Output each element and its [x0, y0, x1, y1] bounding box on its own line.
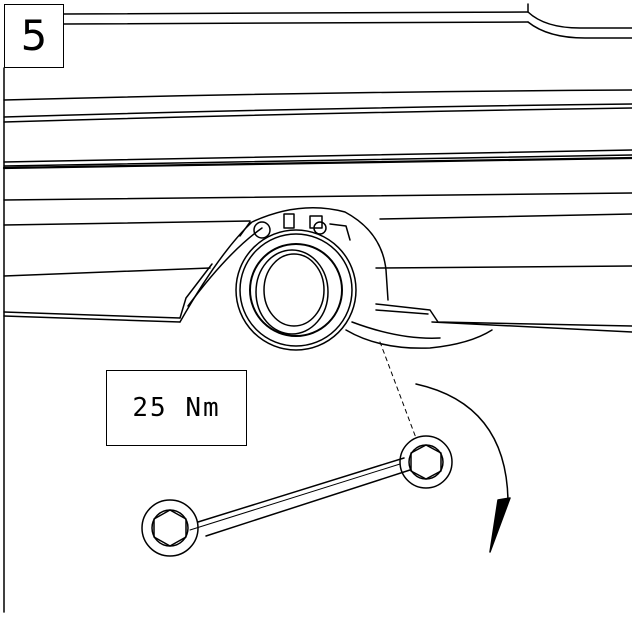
- top-profile: [63, 3, 632, 39]
- nut-icon: [235, 229, 357, 351]
- guide-line: [379, 341, 417, 439]
- hub-housing: [179, 207, 493, 349]
- step-number: 5: [20, 11, 48, 60]
- wrench-icon: [141, 435, 453, 557]
- rail-profile: [2, 89, 632, 333]
- torque-value: 25 Nm: [132, 393, 221, 423]
- rotation-arrow-icon: [415, 383, 511, 553]
- step-number-box: 5: [4, 4, 64, 68]
- torque-spec-box: 25 Nm: [106, 370, 247, 446]
